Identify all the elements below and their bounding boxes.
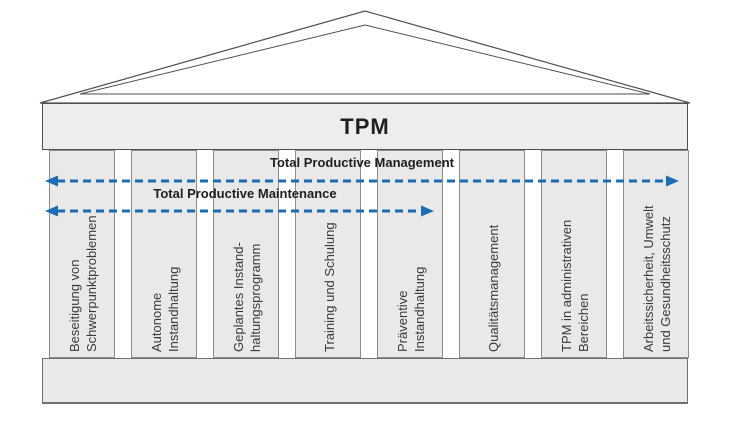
pillar-label: Arbeitssicherheit, Umwelt und Gesundheit… <box>624 151 690 357</box>
pillar <box>49 150 115 358</box>
maintenance-arrow-label: Total Productive Maintenance <box>153 186 337 201</box>
pillar-label-line: Präventive <box>395 290 410 352</box>
pillar-label-line: Geplantes Instand- <box>231 242 246 352</box>
tpm-beam: TPM <box>42 103 688 150</box>
pillar-label: TPM in administrativen Bereichen <box>542 151 608 357</box>
pillar <box>131 150 197 358</box>
pillar-label-line: Instandhaltung <box>412 266 427 352</box>
pillar-label-line: Arbeitssicherheit, Umwelt <box>641 205 656 352</box>
pillar-label: Geplantes Instand- haltungsprogramm <box>214 151 280 357</box>
pillar-label-line: TPM in administrativen <box>559 219 574 352</box>
pillar-label-line: Autonome <box>149 292 164 352</box>
pillar-label-line: Training und Schulung <box>321 222 337 352</box>
pillar <box>295 150 361 358</box>
pillar-label-line: Bereichen <box>576 293 591 352</box>
pillar-label-line: Beseitigung von <box>67 259 82 352</box>
roof-inner-outline <box>79 24 651 95</box>
pillar-label: Qualitätsmanagement <box>460 151 526 357</box>
pillar-label-line: haltungsprogramm <box>248 243 263 352</box>
pillar <box>541 150 607 358</box>
pillar <box>213 150 279 358</box>
management-arrow-label: Total Productive Management <box>270 155 454 170</box>
pillar-label: Präventive Instandhaltung <box>378 151 444 357</box>
pillar-label-line: Instandhaltung <box>166 266 181 352</box>
pillar-label: Training und Schulung <box>296 151 362 357</box>
pillar <box>377 150 443 358</box>
pillar-label: Autonome Instandhaltung <box>132 151 198 357</box>
pillar-label-line: Qualitätsmanagement <box>485 224 501 352</box>
roof-outline <box>39 10 691 104</box>
pillar-label-line: und Gesundheitsschutz <box>658 216 673 352</box>
pillar-label: Beseitigung von Schwerpunktproblemen <box>50 151 116 357</box>
pillar-label-line: Schwerpunktproblemen <box>84 215 99 352</box>
foundation <box>42 358 688 404</box>
diagram-title: TPM <box>340 113 390 139</box>
pillar <box>459 150 525 358</box>
